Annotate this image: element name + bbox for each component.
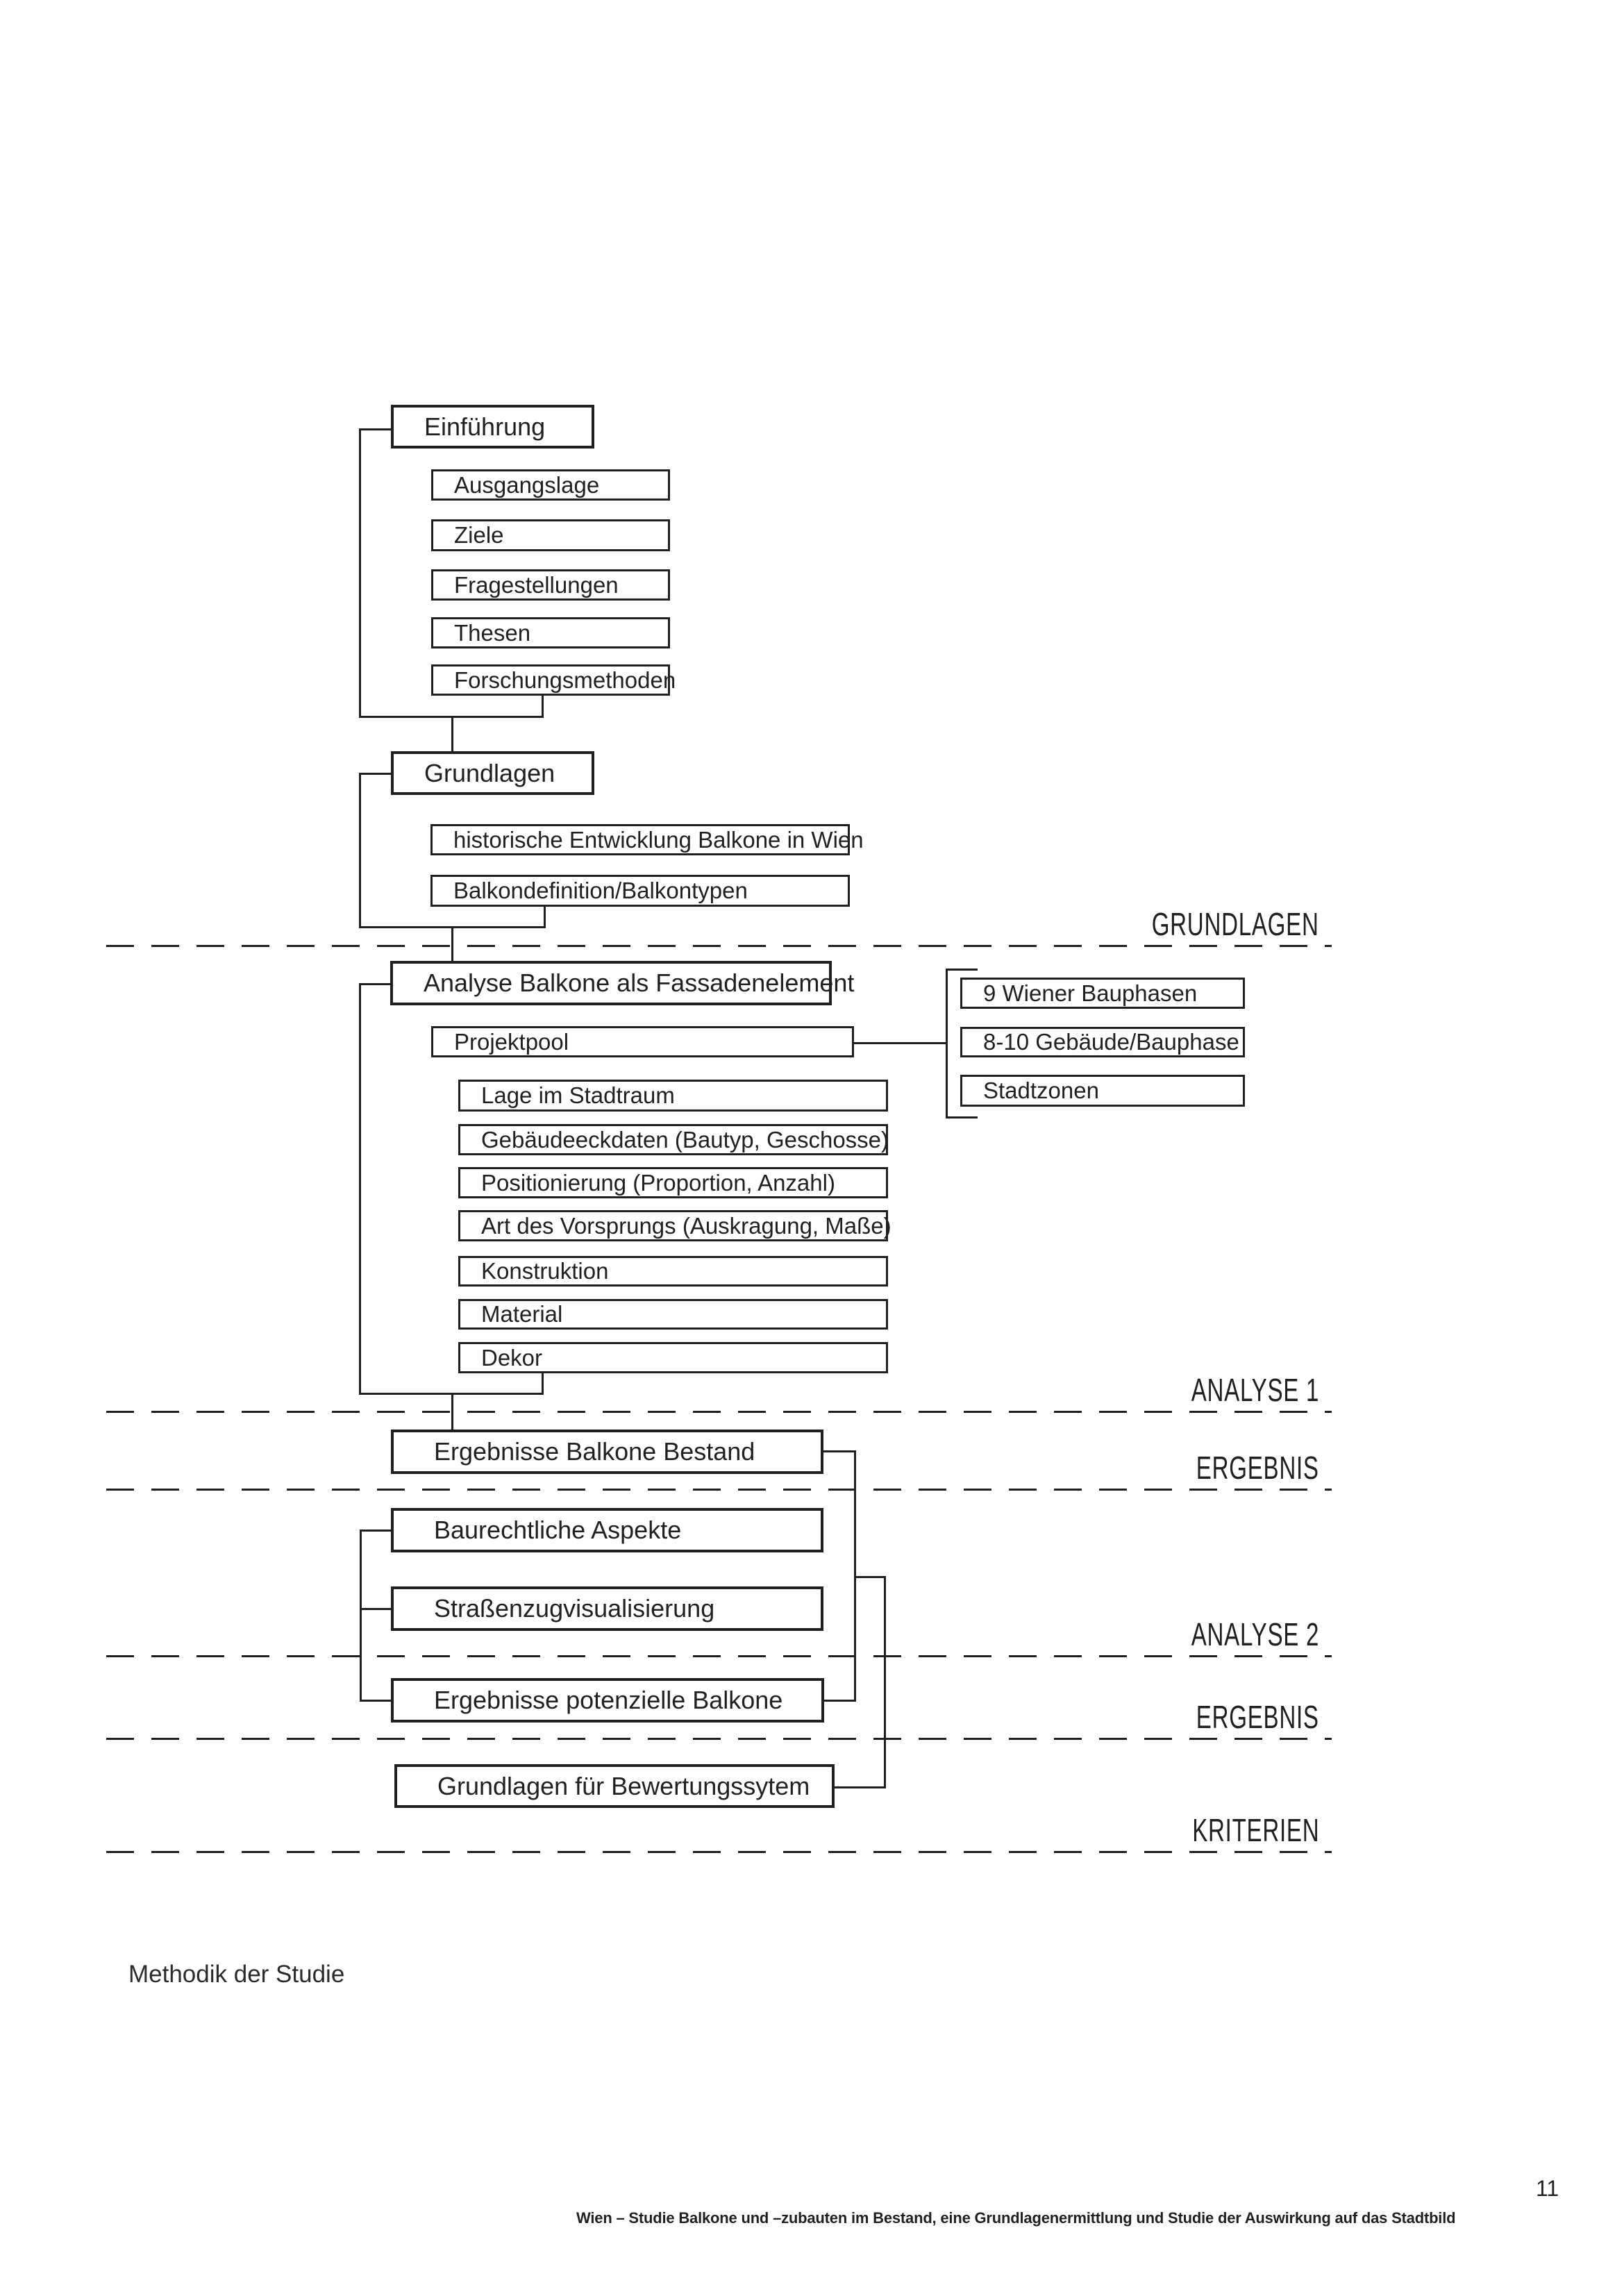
connector-tick-einfuehrung <box>359 428 391 430</box>
box-wiener-bauphasen: 9 Wiener Bauphasen <box>960 978 1245 1009</box>
box-positionierung: Positionierung (Proportion, Anzahl) <box>458 1167 888 1198</box>
page-number: 11 <box>1536 2176 1559 2201</box>
box-gebaeudeeckdaten: Gebäudeeckdaten (Bautyp, Geschosse) <box>458 1124 889 1155</box>
connector-bracket-cap-top <box>946 969 978 971</box>
connector-descender-2 <box>451 926 453 961</box>
box-einfuehrung: Einführung <box>391 405 594 449</box>
connector-descender-3 <box>451 1393 453 1430</box>
box-projektpool: Projektpool <box>431 1026 854 1057</box>
box-dekor: Dekor <box>458 1342 888 1373</box>
connector-tick-baurechtliche <box>360 1530 391 1532</box>
footer-running-title: Wien – Studie Balkone und –zubauten im B… <box>576 2209 1456 2227</box>
divider-analyse-2 <box>106 1655 1332 1657</box>
divider-grundlagen <box>106 945 1332 947</box>
divider-analyse-1 <box>106 1411 1332 1413</box>
connector-bracket-vertical <box>946 969 948 1118</box>
connector-tick-grundlagen <box>359 773 391 775</box>
box-thesen: Thesen <box>431 617 670 648</box>
box-grundlagen: Grundlagen <box>391 751 594 795</box>
box-grundlagen-bewertungssystem: Grundlagen für Bewertungssytem <box>394 1764 835 1808</box>
connector-tick-strassenzug <box>360 1608 391 1610</box>
section-label-ergebnis-1: ERGEBNIS <box>1196 1450 1319 1486</box>
box-ergebnisse-potenzielle: Ergebnisse potenzielle Balkone <box>391 1678 824 1723</box>
connector-projektpool-link <box>854 1042 946 1044</box>
section-label-analyse-1: ANALYSE 1 <box>1191 1372 1319 1408</box>
divider-kriterien <box>106 1851 1332 1853</box>
section-label-grundlagen: GRUNDLAGEN <box>1152 906 1319 942</box>
box-fragestellungen: Fragestellungen <box>431 569 670 601</box>
connector-stub-balkondefinition <box>544 907 546 926</box>
box-ergebnisse-bestand: Ergebnisse Balkone Bestand <box>391 1430 823 1474</box>
connector-rail-lower-left <box>360 1530 362 1702</box>
connector-bracket-cap-bottom <box>946 1116 978 1118</box>
connector-bestand-link <box>823 1450 855 1452</box>
connector-tick-analyse <box>359 983 390 985</box>
connector-branch <box>854 1576 886 1578</box>
box-strassenzugvisualisierung: Straßenzugvisualisierung <box>391 1586 823 1631</box>
box-art-des-vorsprungs: Art des Vorsprungs (Auskragung, Maße) <box>458 1210 891 1241</box>
connector-tick-potenzielle <box>360 1700 391 1702</box>
divider-ergebnis-1 <box>106 1489 1332 1491</box>
box-historische-entwicklung: historische Entwicklung Balkone in Wien <box>430 824 864 855</box>
connector-rail-grundlagen <box>359 773 361 928</box>
box-forschungsmethoden: Forschungsmethoden <box>431 664 676 696</box>
section-label-ergebnis-2: ERGEBNIS <box>1196 1699 1319 1735</box>
box-balkondefinition: Balkondefinition/Balkontypen <box>430 875 850 907</box>
connector-bewertung-link <box>835 1786 886 1788</box>
connector-rail-einfuehrung <box>359 428 361 718</box>
connector-stub-dekor <box>542 1373 544 1393</box>
divider-ergebnis-2 <box>106 1738 1332 1740</box>
box-stadtzonen: Stadtzonen <box>960 1075 1245 1107</box>
box-ausgangslage: Ausgangslage <box>431 469 670 501</box>
box-ziele: Ziele <box>431 519 670 551</box>
section-label-analyse-2: ANALYSE 2 <box>1191 1616 1319 1652</box>
section-label-kriterien: KRITERIEN <box>1191 1812 1319 1848</box>
box-gebaeude-bauphase: 8-10 Gebäude/Bauphase <box>960 1027 1245 1057</box>
connector-rail-analyse <box>359 983 361 1395</box>
connector-rail-right-2 <box>884 1576 886 1788</box>
box-material: Material <box>458 1299 888 1330</box>
connector-stub-forschungsmethoden <box>542 696 544 716</box>
box-lage-im-stadtraum: Lage im Stadtraum <box>458 1080 888 1112</box>
connector-descender-1 <box>451 716 453 751</box>
figure-caption: Methodik der Studie <box>128 1961 345 1988</box>
box-analyse-fassadenelement: Analyse Balkone als Fassadenelement <box>390 961 854 1005</box>
box-baurechtliche-aspekte: Baurechtliche Aspekte <box>391 1508 823 1552</box>
box-konstruktion: Konstruktion <box>458 1256 888 1287</box>
connector-potenzielle-link <box>824 1700 856 1702</box>
